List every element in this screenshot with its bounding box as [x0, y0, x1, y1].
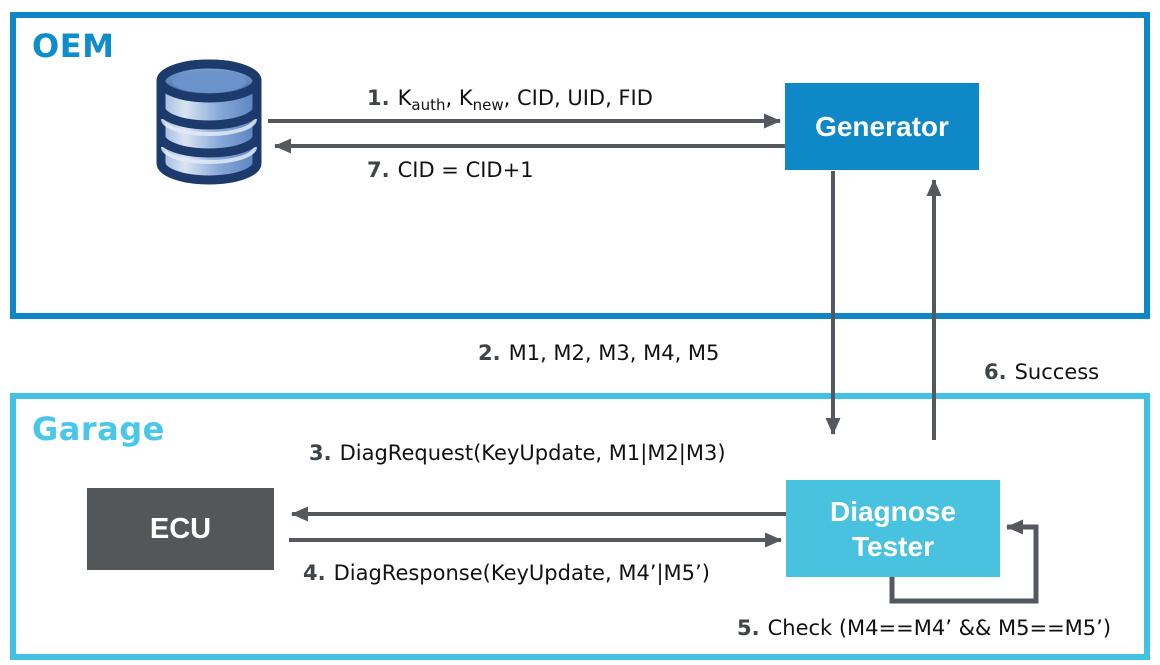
database-icon [156, 59, 262, 185]
message-2-text: M1, M2, M3, M4, M5 [508, 341, 720, 365]
message-2-number: 2. [478, 341, 501, 365]
message-2-label: 2. M1, M2, M3, M4, M5 [478, 341, 719, 365]
message-3-number: 3. [309, 441, 332, 465]
message-6-label: 6. Success [984, 360, 1099, 384]
oem-region-label: OEM [32, 27, 115, 65]
message-1-label: 1. Kauth, Knew, CID, UID, FID [367, 86, 653, 115]
message-3-text: DiagRequest(KeyUpdate, M1|M2|M3) [339, 441, 726, 465]
message-6-number: 6. [984, 360, 1007, 384]
garage-region-frame [10, 393, 1150, 660]
message-4-text: DiagResponse(KeyUpdate, M4’|M5’) [333, 561, 710, 585]
diagnose-tester-label-line1: Diagnose [829, 495, 957, 527]
message-5-label: 5. Check (M4==M4’ && M5==M5’) [737, 616, 1111, 640]
ecu-node: ECU [87, 488, 274, 570]
message-1-text: Kauth, Knew, CID, UID, FID [397, 86, 653, 115]
message-4-label: 4. DiagResponse(KeyUpdate, M4’|M5’) [303, 561, 710, 585]
generator-node: Generator [785, 83, 979, 170]
garage-region-label: Garage [32, 410, 165, 448]
message-7-label: 7. CID = CID+1 [367, 158, 534, 182]
diagnose-tester-label-line2: Tester [852, 530, 934, 562]
oem-region-frame [10, 12, 1150, 319]
message-5-number: 5. [737, 616, 760, 640]
message-5-text: Check (M4==M4’ && M5==M5’) [767, 616, 1112, 640]
message-3-label: 3. DiagRequest(KeyUpdate, M1|M2|M3) [309, 441, 726, 465]
message-4-number: 4. [303, 561, 326, 585]
message-7-text: CID = CID+1 [397, 158, 534, 182]
message-1-number: 1. [367, 86, 390, 110]
diagnose-tester-node: Diagnose Tester [786, 480, 1000, 577]
message-6-text: Success [1014, 360, 1100, 384]
message-7-number: 7. [367, 158, 390, 182]
